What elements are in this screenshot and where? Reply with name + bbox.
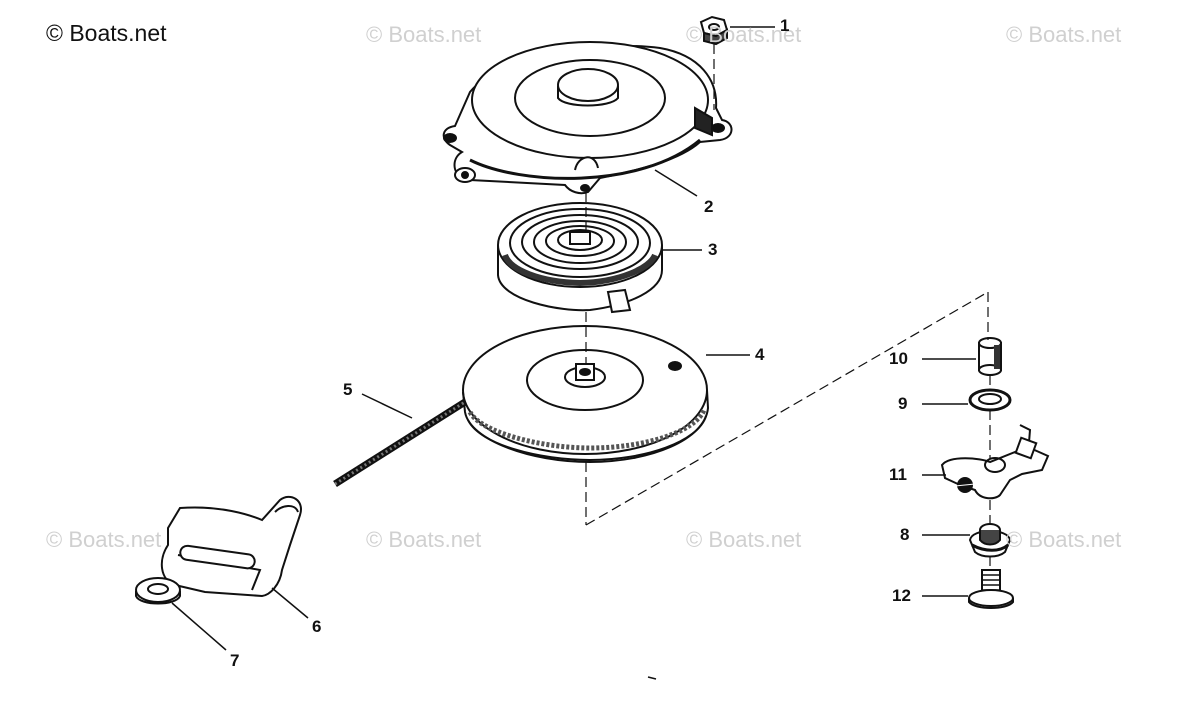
part-12-screw bbox=[968, 569, 1014, 609]
leader-lines bbox=[171, 26, 976, 651]
callout-3: 3 bbox=[708, 240, 718, 259]
watermark: © Boats.net bbox=[686, 527, 802, 552]
part-9-washer bbox=[968, 388, 1012, 412]
part-3-recoil-spring bbox=[497, 202, 663, 314]
callout-5: 5 bbox=[343, 380, 353, 399]
watermark: © Boats.net bbox=[46, 527, 162, 552]
callout-1: 1 bbox=[780, 16, 790, 35]
callout-4: 4 bbox=[755, 345, 765, 364]
part-2-starter-housing bbox=[442, 41, 733, 195]
part-7-washer bbox=[135, 577, 181, 605]
part-4-pulley bbox=[462, 325, 710, 464]
callout-9: 9 bbox=[898, 394, 908, 413]
assembly-axis-lines bbox=[585, 44, 991, 568]
watermark: © Boats.net bbox=[686, 22, 802, 47]
callout-11: 11 bbox=[889, 465, 907, 484]
part-11-pawl bbox=[940, 424, 1050, 500]
copyright-notice: © Boats.net bbox=[46, 20, 167, 46]
part-5-rope bbox=[333, 399, 467, 487]
callout-7: 7 bbox=[230, 651, 240, 670]
watermark: © Boats.net bbox=[366, 22, 482, 47]
part-8-retainer bbox=[968, 523, 1012, 558]
watermark: © Boats.net bbox=[366, 527, 482, 552]
watermark: © Boats.net bbox=[1006, 527, 1122, 552]
part-6-handle bbox=[160, 495, 302, 598]
callout-2: 2 bbox=[704, 197, 714, 216]
part-10-bushing bbox=[978, 337, 1002, 376]
watermark: © Boats.net bbox=[1006, 22, 1122, 47]
stray-mark bbox=[647, 676, 657, 680]
callout-12: 12 bbox=[892, 586, 911, 605]
callout-8: 8 bbox=[900, 525, 910, 544]
callout-6: 6 bbox=[312, 617, 322, 636]
callout-10: 10 bbox=[889, 349, 908, 368]
part-1-hex-nut bbox=[699, 15, 729, 46]
